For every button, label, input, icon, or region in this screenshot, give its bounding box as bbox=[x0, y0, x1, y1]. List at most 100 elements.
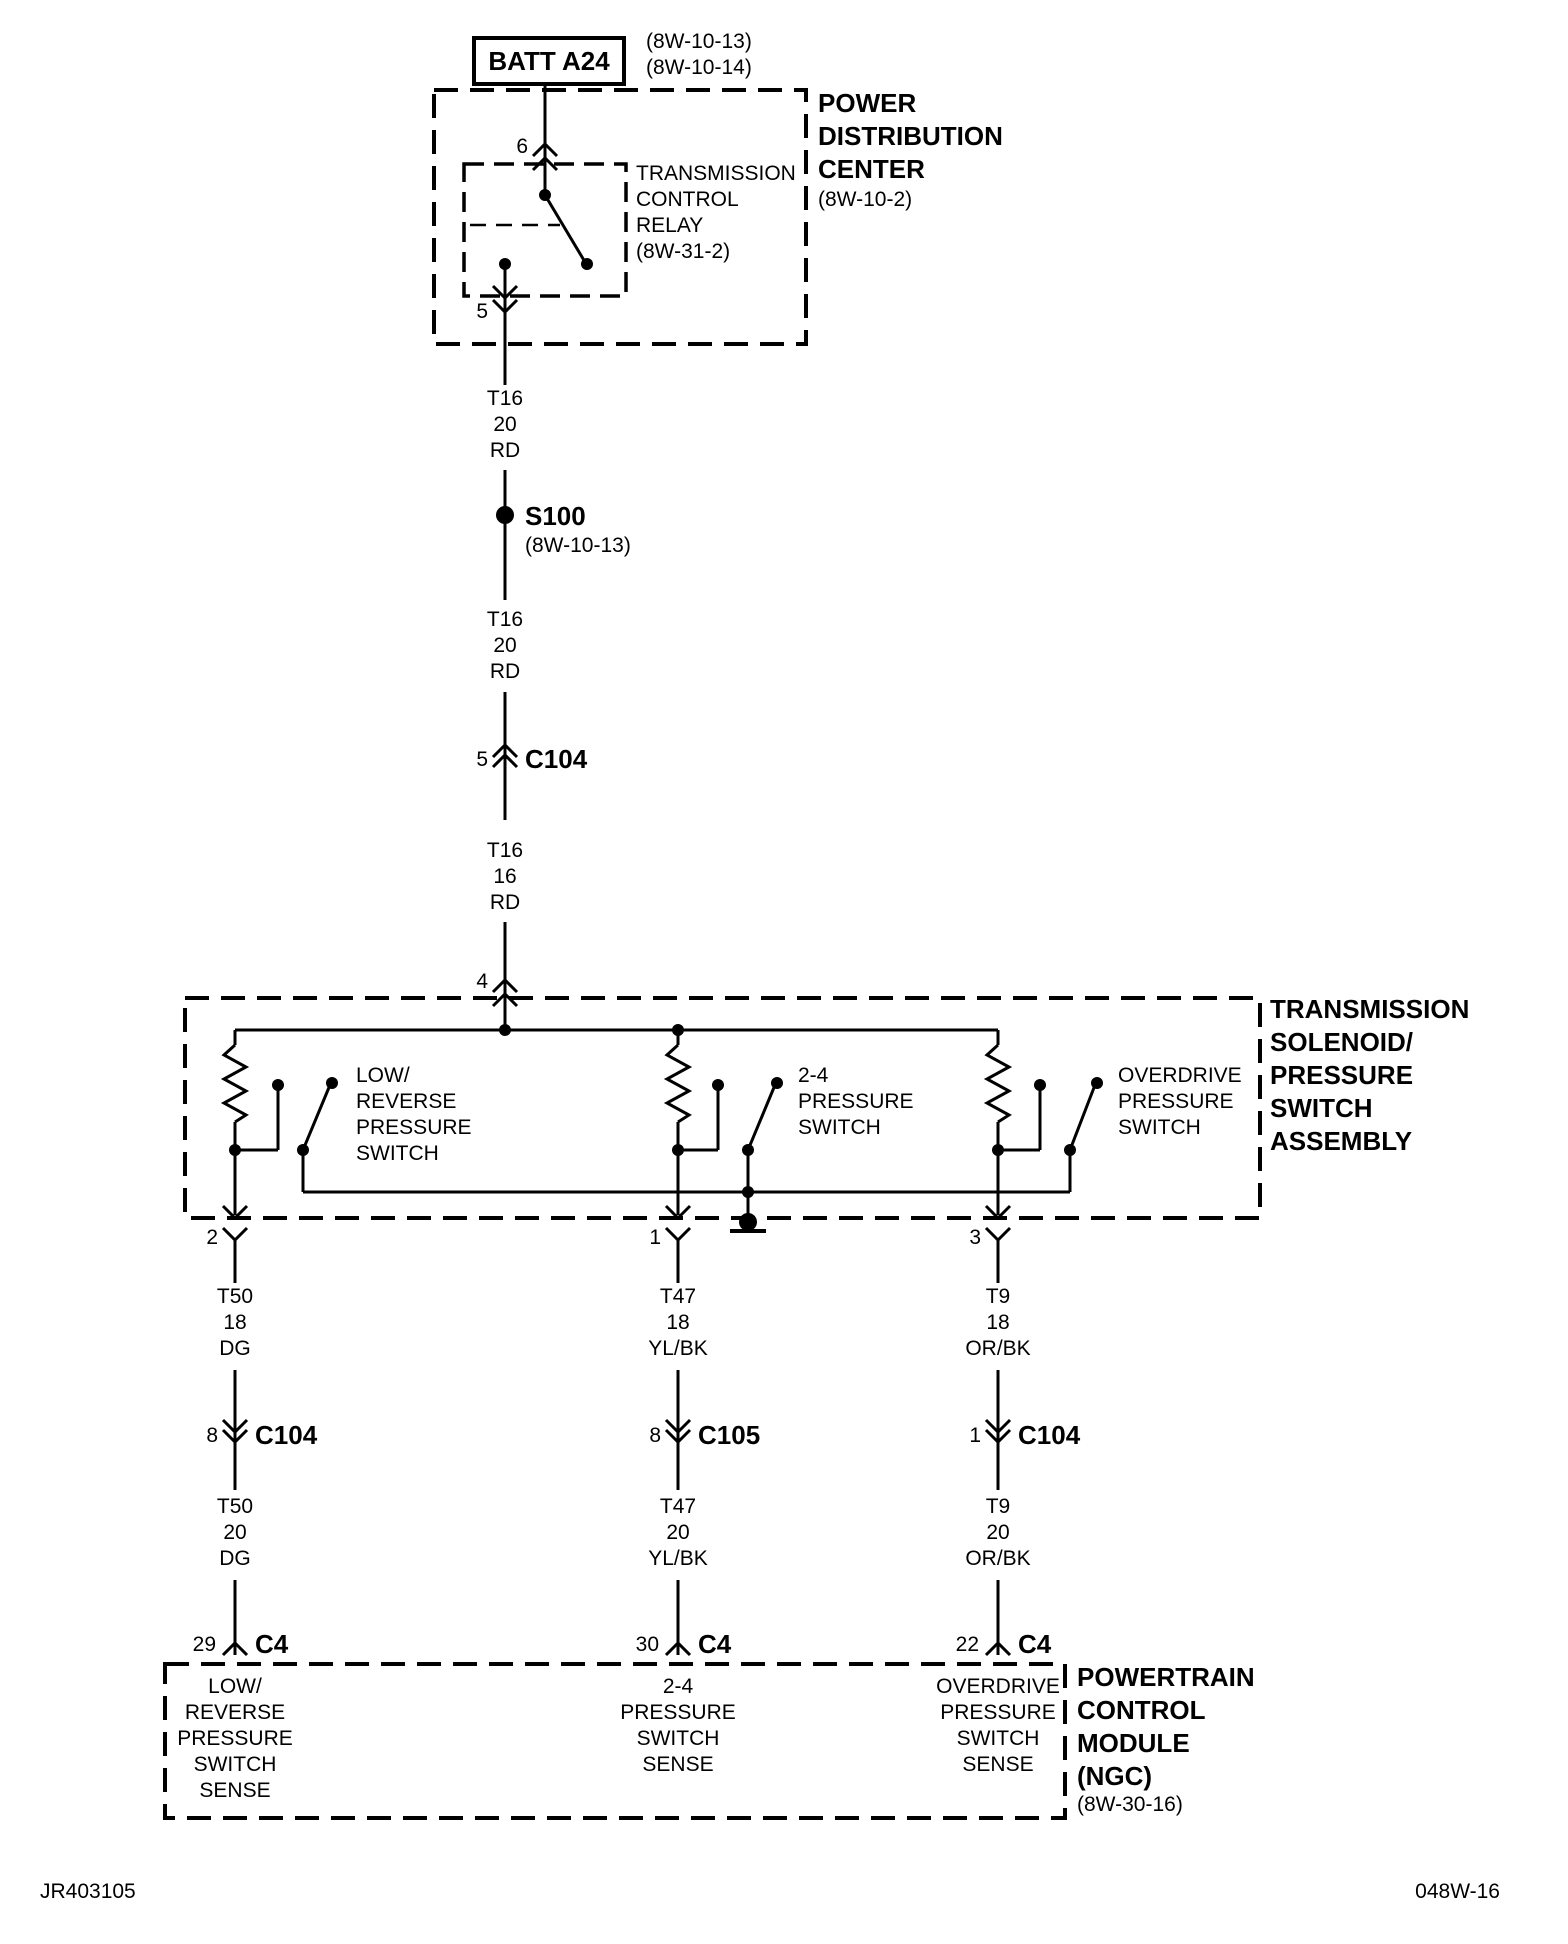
pcm-sense3-line4: SENSE bbox=[962, 1753, 1033, 1776]
switch-low-label-1: LOW/ bbox=[356, 1064, 410, 1087]
pcm-title-2: CONTROL bbox=[1077, 1695, 1206, 1725]
assembly-pin-od: 3 bbox=[969, 1226, 981, 1249]
bus-node-feed bbox=[499, 1024, 511, 1036]
switch-group-2-4 bbox=[663, 1030, 783, 1221]
branch-2-4 bbox=[664, 1240, 692, 1657]
pcm-title-3: MODULE bbox=[1077, 1728, 1190, 1758]
branch3-conn-pin: 1 bbox=[969, 1424, 981, 1447]
pcm-sense2-line2: PRESSURE bbox=[620, 1701, 736, 1724]
pdc-ref: (8W-10-2) bbox=[818, 188, 912, 211]
pcm-sense2-line4: SENSE bbox=[642, 1753, 713, 1776]
wire-top3-gauge: 16 bbox=[493, 865, 516, 888]
branch2-wire-a-gauge: 18 bbox=[666, 1311, 689, 1334]
c104-top-pin: 5 bbox=[476, 748, 488, 771]
branch1-conn-label: C104 bbox=[255, 1420, 318, 1450]
pcm-sense3-line3: SWITCH bbox=[957, 1727, 1040, 1750]
switch-24-label-2: PRESSURE bbox=[798, 1090, 914, 1113]
switch-group-overdrive bbox=[983, 1030, 1103, 1221]
splice-ref: (8W-10-13) bbox=[525, 534, 631, 557]
branch3-pcm-pin: 22 bbox=[956, 1633, 979, 1656]
relay-arm bbox=[543, 194, 587, 263]
relay-label-4: (8W-31-2) bbox=[636, 240, 730, 263]
battery-label: BATT A24 bbox=[488, 46, 610, 76]
relay-box bbox=[462, 162, 628, 298]
pcm-sense2-line1: 2-4 bbox=[663, 1675, 694, 1698]
c104-top-male bbox=[491, 742, 519, 759]
ground-terminal bbox=[739, 1213, 757, 1231]
assembly-title-1: TRANSMISSION bbox=[1270, 994, 1469, 1024]
switch-24-label-3: SWITCH bbox=[798, 1116, 881, 1139]
branch1-wire-a-color: DG bbox=[219, 1337, 251, 1360]
assembly-pin-low: 2 bbox=[206, 1226, 218, 1249]
assembly-title-3: PRESSURE bbox=[1270, 1060, 1413, 1090]
branch1-conn-pin: 8 bbox=[206, 1424, 218, 1447]
branch3-wire-a-circuit: T9 bbox=[986, 1285, 1011, 1308]
ground-node bbox=[742, 1186, 754, 1198]
branch3-wire-a-color: OR/BK bbox=[965, 1337, 1030, 1360]
assembly-title-5: ASSEMBLY bbox=[1270, 1126, 1412, 1156]
switch-od-label-1: OVERDRIVE bbox=[1118, 1064, 1242, 1087]
branch2-wire-b-gauge: 20 bbox=[666, 1521, 689, 1544]
switch-low-label-4: SWITCH bbox=[356, 1142, 439, 1165]
pcm-ref: (8W-30-16) bbox=[1077, 1793, 1183, 1816]
branch1-pcm-pin: 29 bbox=[193, 1633, 216, 1656]
pcm-title-4: (NGC) bbox=[1077, 1761, 1152, 1791]
assembly-pin4-connector bbox=[491, 977, 519, 994]
pcm-title-1: POWERTRAIN bbox=[1077, 1662, 1255, 1692]
pcm-sense1-line5: SENSE bbox=[199, 1779, 270, 1802]
relay-label-1: TRANSMISSION bbox=[636, 162, 796, 185]
branch-overdrive bbox=[984, 1240, 1012, 1657]
branch1-wire-b-circuit: T50 bbox=[217, 1495, 253, 1518]
c104-top-label: C104 bbox=[525, 744, 588, 774]
branch3-wire-a-gauge: 18 bbox=[986, 1311, 1009, 1334]
splice-label: S100 bbox=[525, 501, 586, 531]
wire-top1-gauge: 20 bbox=[493, 413, 516, 436]
assembly-title-2: SOLENOID/ bbox=[1270, 1027, 1413, 1057]
pcm-sense1-line3: PRESSURE bbox=[177, 1727, 293, 1750]
battery-ref-2: (8W-10-14) bbox=[646, 56, 752, 79]
pdc-title-3: CENTER bbox=[818, 154, 925, 184]
pdc-pin-out: 5 bbox=[476, 300, 488, 323]
branch2-conn-label: C105 bbox=[698, 1420, 760, 1450]
wire-top2-gauge: 20 bbox=[493, 634, 516, 657]
footer-right: 048W-16 bbox=[1415, 1880, 1500, 1903]
branch1-wire-a-gauge: 18 bbox=[223, 1311, 246, 1334]
battery-box bbox=[472, 36, 626, 86]
pdc-title-2: DISTRIBUTION bbox=[818, 121, 1003, 151]
branch-low-reverse bbox=[221, 1240, 249, 1657]
assembly-pin2-connector bbox=[221, 1226, 249, 1243]
branch1-pcm-conn: C4 bbox=[255, 1629, 289, 1659]
wire-top2-circuit: T16 bbox=[487, 608, 523, 631]
switch-24-label-1: 2-4 bbox=[798, 1064, 829, 1087]
switch-od-label-3: SWITCH bbox=[1118, 1116, 1201, 1139]
wire-top3-color: RD bbox=[490, 891, 520, 914]
pcm-sense1-line1: LOW/ bbox=[208, 1675, 262, 1698]
branch2-wire-b-color: YL/BK bbox=[648, 1547, 708, 1570]
footer-left: JR403105 bbox=[40, 1880, 136, 1903]
splice-s100 bbox=[496, 506, 514, 524]
switch-low-label-3: PRESSURE bbox=[356, 1116, 472, 1139]
assembly-pin-in: 4 bbox=[476, 970, 488, 993]
branch3-pcm-conn: C4 bbox=[1018, 1629, 1052, 1659]
branch3-conn-label: C104 bbox=[1018, 1420, 1081, 1450]
pcm-sense3-line2: PRESSURE bbox=[940, 1701, 1056, 1724]
pdc-box bbox=[432, 88, 808, 346]
battery-ref-1: (8W-10-13) bbox=[646, 30, 752, 53]
relay-label-3: RELAY bbox=[636, 214, 703, 237]
relay-label-2: CONTROL bbox=[636, 188, 739, 211]
branch3-wire-b-color: OR/BK bbox=[965, 1547, 1030, 1570]
relay-pin-bottom-connector bbox=[491, 284, 519, 301]
branch2-pcm-conn: C4 bbox=[698, 1629, 732, 1659]
branch2-pcm-pin: 30 bbox=[636, 1633, 659, 1656]
pdc-title-1: POWER bbox=[818, 88, 916, 118]
switch-group-low-reverse bbox=[220, 1030, 338, 1221]
pcm-sense1-line4: SWITCH bbox=[194, 1753, 277, 1776]
branch3-wire-b-gauge: 20 bbox=[986, 1521, 1009, 1544]
switch-od-label-2: PRESSURE bbox=[1118, 1090, 1234, 1113]
wire-top1-color: RD bbox=[490, 439, 520, 462]
wire-top1-circuit: T16 bbox=[487, 387, 523, 410]
branch2-conn-pin: 8 bbox=[649, 1424, 661, 1447]
assembly-title-4: SWITCH bbox=[1270, 1093, 1373, 1123]
branch1-wire-b-color: DG bbox=[219, 1547, 251, 1570]
